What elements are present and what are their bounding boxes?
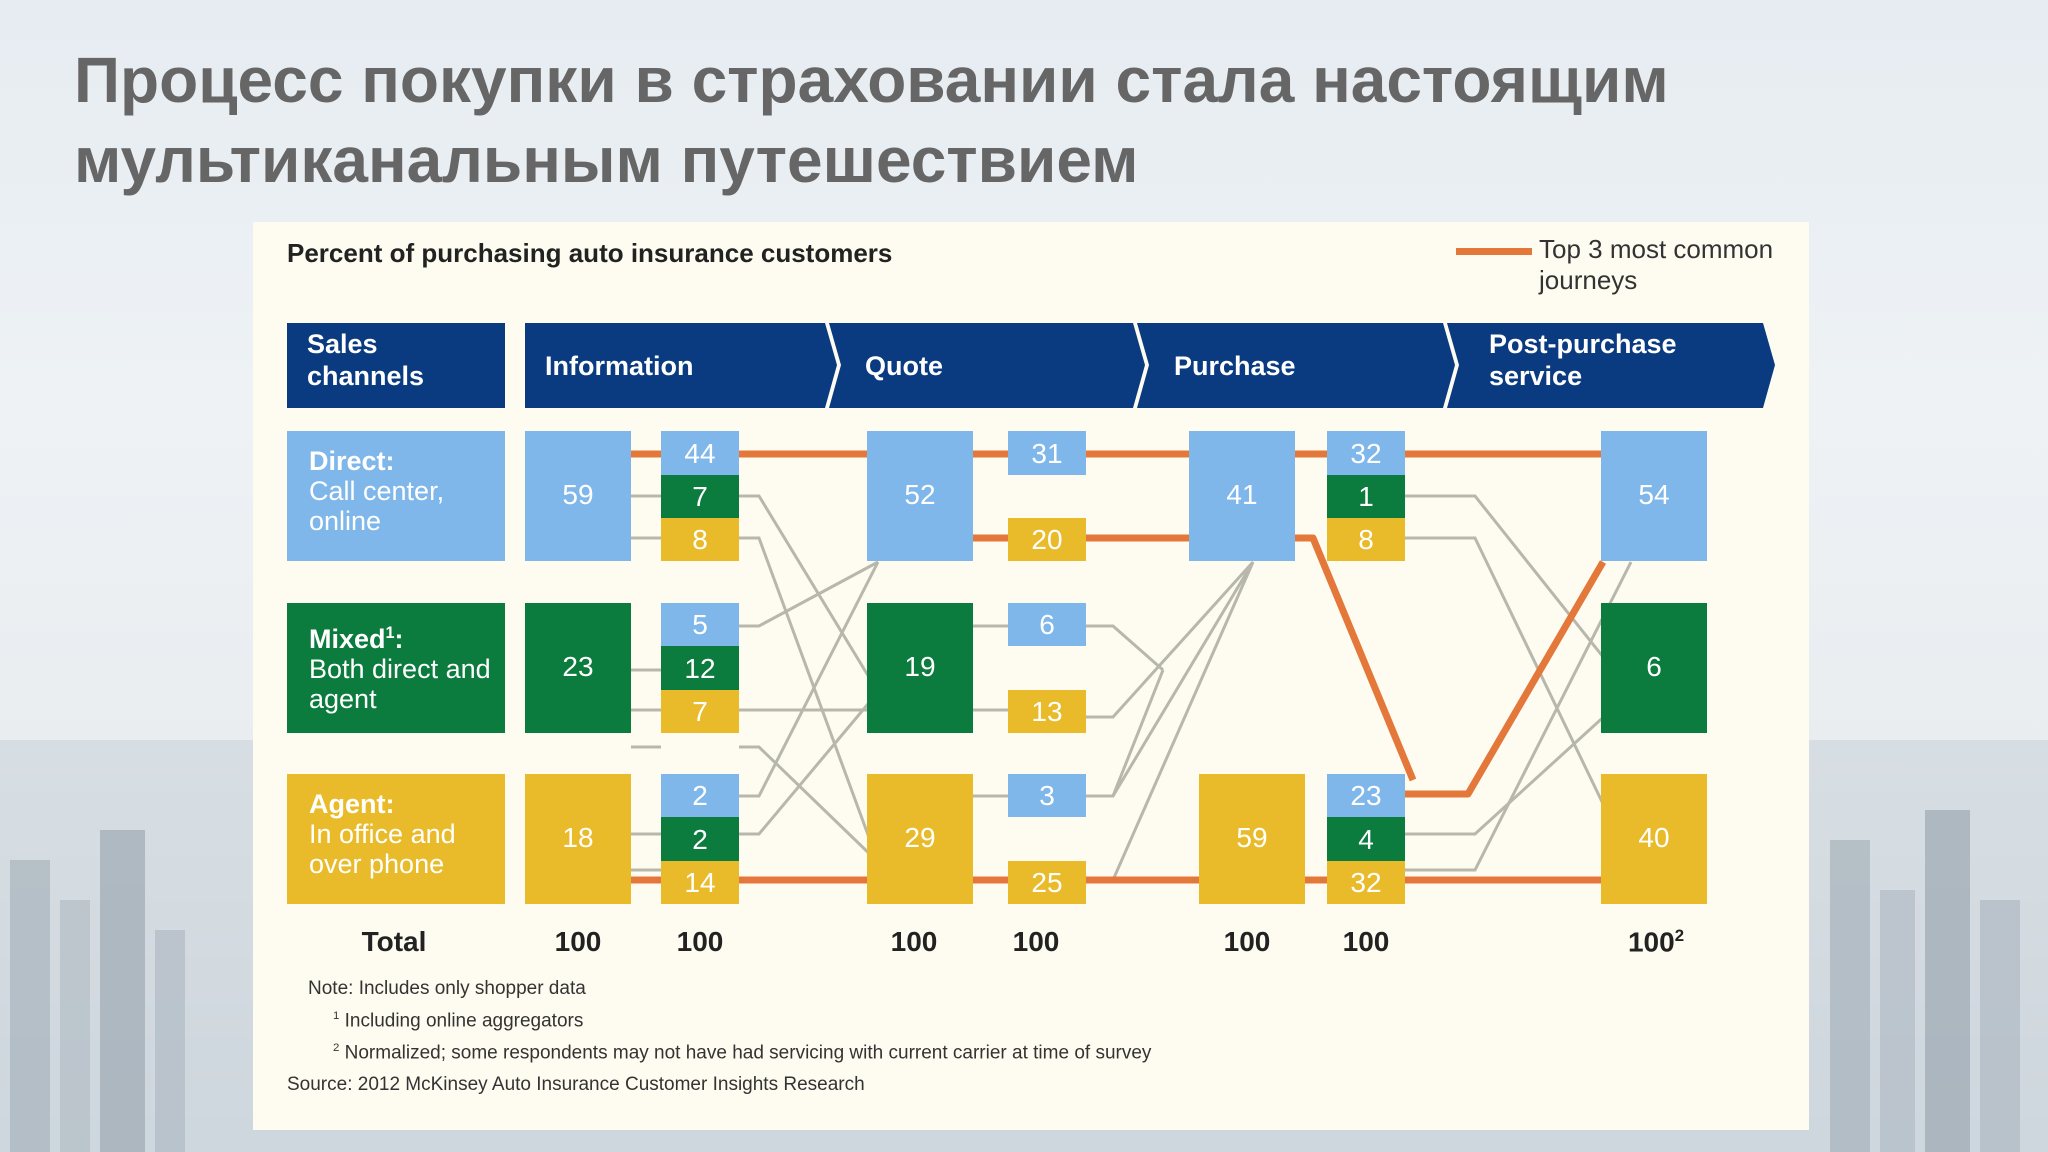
total-value: 100: [1342, 926, 1390, 957]
purchase-value-direct: 41: [1226, 479, 1258, 510]
split-value: 25: [1031, 867, 1063, 898]
stage-label-purchase: Purchase: [1174, 351, 1296, 381]
channel-box-mixed: [287, 603, 505, 733]
total-value: 100: [890, 926, 938, 957]
channel-label-mixed: Mixed1:Both direct and agent: [309, 624, 491, 714]
split-value: 6: [1039, 609, 1055, 640]
purchase-value-agent: 59: [1236, 822, 1268, 853]
split-value: 7: [692, 481, 708, 512]
quote-box-mixed: [867, 603, 973, 733]
split-value: 12: [684, 653, 716, 684]
stage-arrow-information: [525, 323, 837, 408]
service-value-mixed: 6: [1646, 651, 1662, 682]
footnote-1: 1 Including online aggregators: [333, 1010, 584, 1032]
info-value-mixed: 23: [562, 651, 594, 682]
stage-label-quote: Quote: [865, 351, 943, 381]
split-value: 3: [1039, 780, 1055, 811]
info-box-agent: [525, 774, 631, 904]
split-value: 31: [1031, 438, 1063, 469]
channel-label-direct: Direct:Call center, online: [309, 446, 445, 536]
info-box-mixed: [525, 603, 631, 733]
quote-value-direct: 52: [904, 479, 936, 510]
info-value-agent: 18: [562, 822, 594, 853]
service-box-direct: [1601, 431, 1707, 561]
stage-arrow-purchase: [1137, 323, 1455, 408]
note-text: Note: Includes only shopper data: [308, 978, 586, 999]
chart-title: Percent of purchasing auto insurance cus…: [287, 238, 893, 268]
split-value: 2: [692, 780, 708, 811]
footnote-2: 2 Normalized; some respondents may not h…: [333, 1042, 1152, 1064]
info-box-direct: [525, 431, 631, 561]
sales-channels-label: Sales channels: [307, 329, 425, 391]
split-value: 2: [692, 824, 708, 855]
total-label: Total: [361, 926, 427, 957]
split-value: 20: [1031, 524, 1063, 555]
total-value: 100: [554, 926, 602, 957]
channel-box-agent: [287, 774, 505, 904]
split-value: 4: [1358, 824, 1374, 855]
service-box-mixed: [1601, 603, 1707, 733]
service-value-agent: 40: [1638, 822, 1670, 853]
split-value: 14: [684, 867, 716, 898]
total-value: 100: [1223, 926, 1271, 957]
split-value: 8: [1358, 524, 1374, 555]
stage-label-information: Information: [545, 351, 694, 381]
split-value: 7: [692, 696, 708, 727]
split-value: 32: [1350, 438, 1382, 469]
quote-box-direct: [867, 431, 973, 561]
quote-value-mixed: 19: [904, 651, 936, 682]
quote-box-agent: [867, 774, 973, 904]
sales-channels-header: [287, 323, 505, 408]
total-value: 100: [1012, 926, 1060, 957]
split-value: 44: [684, 438, 716, 469]
stage-arrow-post-purchase: [1447, 323, 1775, 408]
connector-lines: [631, 494, 1633, 882]
purchase-box-agent: [1199, 774, 1305, 904]
source-text: Source: 2012 McKinsey Auto Insurance Cus…: [287, 1074, 865, 1095]
total-value-normalized: 1002: [1627, 926, 1685, 958]
total-value: 100: [676, 926, 724, 957]
split-value: 32: [1350, 867, 1382, 898]
split-value: 8: [692, 524, 708, 555]
split-value: 5: [692, 609, 708, 640]
service-value-direct: 54: [1638, 479, 1670, 510]
legend-label: Top 3 most common journeys: [1539, 234, 1774, 295]
quote-value-agent: 29: [904, 822, 936, 853]
channel-label-agent: Agent:In office and over phone: [309, 789, 456, 879]
chart-panel: Percent of purchasing auto insurance cus…: [253, 222, 1809, 1130]
service-box-agent: [1601, 774, 1707, 904]
stage-arrow-quote: [829, 323, 1145, 408]
split-value: 1: [1358, 481, 1374, 512]
purchase-box-direct: [1189, 431, 1295, 561]
channel-box-direct: [287, 431, 505, 561]
top-journeys: [631, 450, 1607, 884]
legend-swatch: [1456, 248, 1532, 255]
page-title: Процесс покупки в страховании стала наст…: [74, 44, 1669, 196]
info-value-direct: 59: [562, 479, 594, 510]
split-value: 23: [1350, 780, 1382, 811]
split-value: 13: [1031, 696, 1063, 727]
stage-label-post-purchase: Post-purchase service: [1489, 329, 1677, 391]
journey-diagram: [287, 323, 1775, 904]
